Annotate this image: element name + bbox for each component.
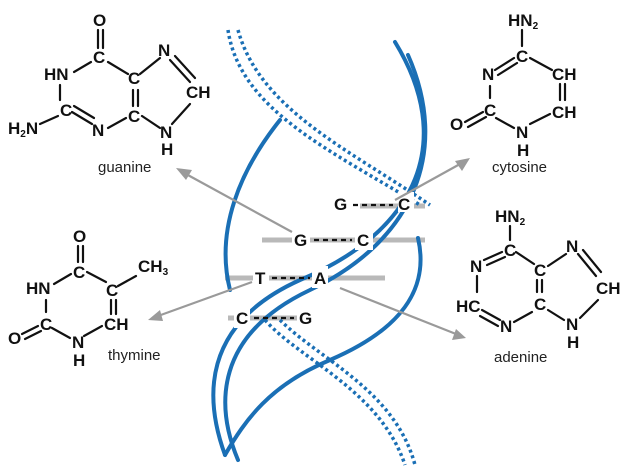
base-pairs: G C G C T A C G — [234, 192, 414, 328]
guanine-n9: N — [160, 123, 172, 142]
cytosine-n1: N — [516, 123, 528, 142]
adenine-n7: N — [566, 237, 578, 256]
guanine-h2n: H2N — [8, 119, 38, 140]
arrowhead-adenine — [452, 329, 466, 340]
arrow-adenine — [339, 286, 457, 336]
adenine-label: adenine — [494, 349, 547, 366]
guanine-c5: C — [128, 69, 140, 88]
cytosine-n3: N — [482, 65, 494, 84]
guanine-hn1: HN — [44, 65, 69, 84]
adenine-nh2: HN2 — [495, 207, 526, 228]
adenine-c6: C — [504, 241, 516, 260]
thymine-o4: O — [73, 227, 86, 246]
cytosine-ch6: CH — [552, 103, 577, 122]
adenine-c4: C — [534, 295, 546, 314]
strand-dotted-bottom-2 — [278, 318, 417, 466]
guanine-n3: N — [92, 121, 104, 140]
adenine-n9: N — [566, 315, 578, 334]
guanine-c2: C — [60, 101, 72, 120]
thymine-h1: H — [73, 351, 85, 370]
strand-dotted-top-1 — [226, 29, 421, 207]
guanine-structure: O C HN C N CH C N H C N H2N guanine — [8, 11, 211, 176]
arrowhead-thymine — [148, 310, 163, 321]
thymine-n1: N — [72, 333, 84, 352]
bp4-left: C — [236, 309, 248, 328]
guanine-label: guanine — [98, 159, 151, 176]
guanine-h9: H — [161, 140, 173, 159]
guanine-c4: C — [128, 107, 140, 126]
thymine-c5: C — [106, 281, 118, 300]
adenine-ch8: CH — [596, 279, 621, 298]
thymine-structure: O C C CH3 CH N H C O HN thymine — [8, 227, 169, 370]
bp1-right: C — [398, 195, 410, 214]
strand-solid-1 — [211, 40, 426, 457]
strand-solid-3 — [223, 236, 423, 457]
adenine-n1: N — [470, 257, 482, 276]
bp3-left: T — [255, 269, 266, 288]
adenine-hc2: HC — [456, 297, 481, 316]
guanine-ch8: CH — [186, 83, 211, 102]
strand-solid-4 — [223, 118, 282, 292]
arrowhead-cytosine — [455, 158, 470, 171]
thymine-hn3: HN — [26, 279, 51, 298]
strand-dotted-bottom-1 — [263, 318, 407, 466]
guanine-n7: N — [158, 41, 170, 60]
cytosine-ch5: CH — [552, 65, 577, 84]
cytosine-label: cytosine — [492, 159, 547, 176]
thymine-o2: O — [8, 329, 21, 348]
cytosine-structure: HN2 C CH CH N H C O N cytosine — [450, 11, 577, 176]
adenine-c5: C — [534, 261, 546, 280]
adenine-structure: HN2 C N HC N C C N CH N H adenine — [456, 207, 621, 366]
strand-solid-2 — [223, 53, 428, 462]
thymine-label: thymine — [108, 347, 161, 364]
guanine-o: O — [93, 11, 106, 30]
adenine-h9: H — [567, 333, 579, 352]
thymine-ch3: CH3 — [138, 257, 169, 278]
bp1-left: G — [334, 195, 347, 214]
thymine-c2: C — [40, 315, 52, 334]
guanine-c6: C — [93, 48, 105, 67]
cytosine-nh2: HN2 — [508, 11, 539, 32]
thymine-c4: C — [73, 263, 85, 282]
arrow-guanine — [185, 173, 293, 233]
thymine-ch6: CH — [104, 315, 129, 334]
arrows — [148, 158, 470, 340]
bp4-right: G — [299, 309, 312, 328]
cytosine-c4: C — [516, 47, 528, 66]
cytosine-c2: C — [484, 101, 496, 120]
adenine-n3: N — [500, 317, 512, 336]
arrow-thymine — [157, 280, 253, 318]
strand-dotted-top-2 — [236, 29, 431, 207]
double-helix — [211, 29, 431, 466]
arrowhead-guanine — [176, 168, 192, 180]
bp2-right: C — [357, 231, 369, 250]
bp2-left: G — [294, 231, 307, 250]
bp3-right: A — [314, 269, 326, 288]
cytosine-h1: H — [517, 141, 529, 160]
cytosine-o: O — [450, 115, 463, 134]
arrow-cytosine — [394, 163, 461, 201]
